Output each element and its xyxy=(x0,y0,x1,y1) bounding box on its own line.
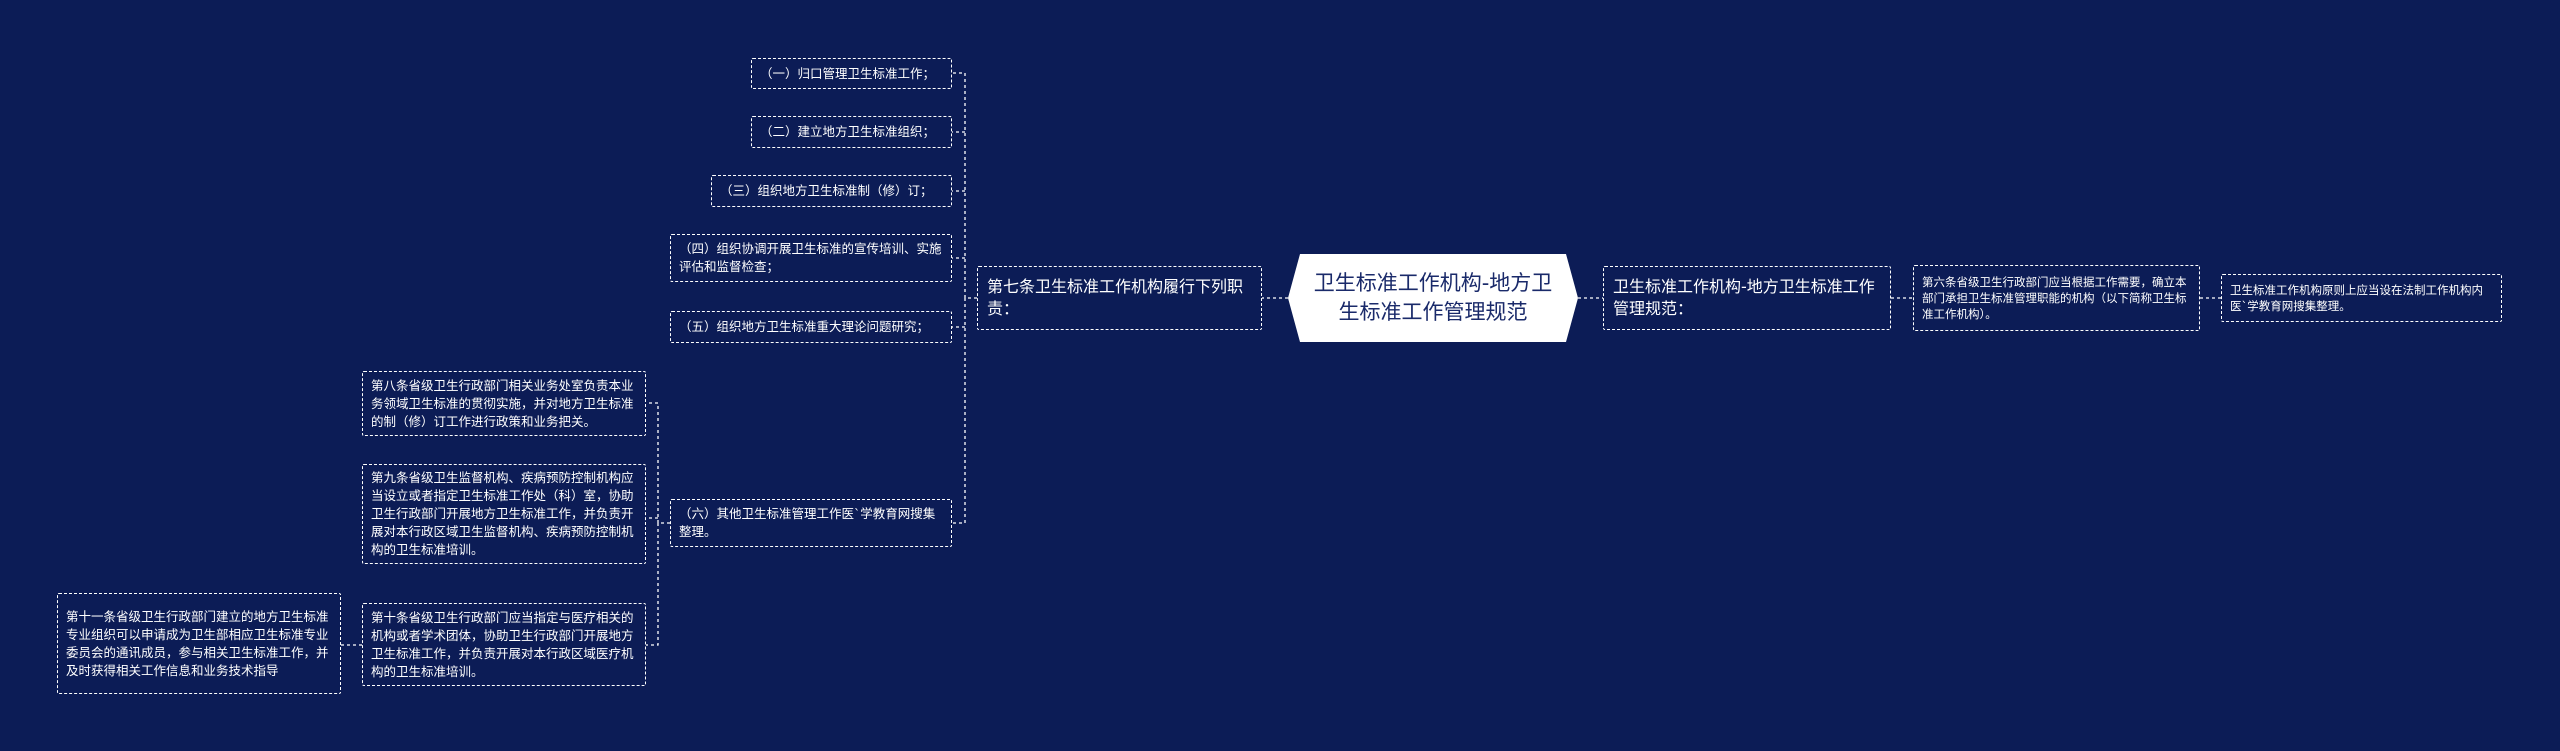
article-9-node[interactable]: 第九条省级卫生监督机构、疾病预防控制机构应当设立或者指定卫生标准工作处（科）室，… xyxy=(362,464,646,564)
duty-item-1[interactable]: （一）归口管理卫生标准工作； xyxy=(751,58,952,89)
right-sub-node[interactable]: 第六条省级卫生行政部门应当根据工作需要，确立本部门承担卫生标准管理职能的机构（以… xyxy=(1913,265,2200,331)
connector-item6-trunk xyxy=(646,402,670,524)
duty-item-6[interactable]: （六）其他卫生标准管理工作医`学教育网搜集整理。 xyxy=(670,499,952,547)
article-11-label: 第十一条省级卫生行政部门建立的地方卫生标准专业组织可以申请成为卫生部相应卫生标准… xyxy=(66,608,329,678)
duty-item-4-label: （四）组织协调开展卫生标准的宣传培训、实施评估和监督检查； xyxy=(679,241,942,274)
duty-item-3[interactable]: （三）组织地方卫生标准制（修）订； xyxy=(711,175,952,207)
right-leaf-node[interactable]: 卫生标准工作机构原则上应当设在法制工作机构内医`学教育网搜集整理。 xyxy=(2221,274,2502,322)
connector-left-l1-trunk xyxy=(952,72,977,299)
left-branch-label: 第七条卫生标准工作机构履行下列职责： xyxy=(987,277,1244,318)
right-branch-label: 卫生标准工作机构-地方卫生标准工作管理规范： xyxy=(1613,277,1875,318)
article-11-node[interactable]: 第十一条省级卫生行政部门建立的地方卫生标准专业组织可以申请成为卫生部相应卫生标准… xyxy=(57,593,341,694)
left-branch-node[interactable]: 第七条卫生标准工作机构履行下列职责： xyxy=(977,266,1262,330)
duty-item-5[interactable]: （五）组织地方卫生标准重大理论问题研究； xyxy=(670,311,952,343)
root-topic[interactable]: 卫生标准工作机构-地方卫生标准工作管理规范 xyxy=(1288,254,1578,342)
article-8-node[interactable]: 第八条省级卫生行政部门相关业务处室负责本业务领域卫生标准的贯彻实施，并对地方卫生… xyxy=(362,371,646,436)
right-leaf-label: 卫生标准工作机构原则上应当设在法制工作机构内医`学教育网搜集整理。 xyxy=(2230,283,2483,313)
duty-item-5-label: （五）组织地方卫生标准重大理论问题研究； xyxy=(679,319,930,334)
duty-item-6-label: （六）其他卫生标准管理工作医`学教育网搜集整理。 xyxy=(679,506,936,539)
duty-item-3-label: （三）组织地方卫生标准制（修）订； xyxy=(720,183,933,198)
duty-item-2-label: （二）建立地方卫生标准组织； xyxy=(760,124,936,139)
duty-item-1-label: （一）归口管理卫生标准工作； xyxy=(760,65,936,81)
article-9-label: 第九条省级卫生监督机构、疾病预防控制机构应当设立或者指定卫生标准工作处（科）室，… xyxy=(371,470,634,557)
duty-item-4[interactable]: （四）组织协调开展卫生标准的宣传培训、实施评估和监督检查； xyxy=(670,234,952,282)
right-branch-node[interactable]: 卫生标准工作机构-地方卫生标准工作管理规范： xyxy=(1603,266,1891,330)
connector-sub-3 xyxy=(646,523,659,646)
connector-item-6 xyxy=(952,298,966,524)
root-topic-label: 卫生标准工作机构-地方卫生标准工作管理规范 xyxy=(1313,271,1553,324)
article-10-node[interactable]: 第十条省级卫生行政部门应当指定与医疗相关的机构或者学术团体，协助卫生行政部门开展… xyxy=(362,603,646,686)
article-10-label: 第十条省级卫生行政部门应当指定与医疗相关的机构或者学术团体，协助卫生行政部门开展… xyxy=(371,609,634,679)
article-8-label: 第八条省级卫生行政部门相关业务处室负责本业务领域卫生标准的贯彻实施，并对地方卫生… xyxy=(371,377,634,429)
right-sub-label: 第六条省级卫生行政部门应当根据工作需要，确立本部门承担卫生标准管理职能的机构（以… xyxy=(1922,275,2187,321)
duty-item-2[interactable]: （二）建立地方卫生标准组织； xyxy=(751,116,952,148)
